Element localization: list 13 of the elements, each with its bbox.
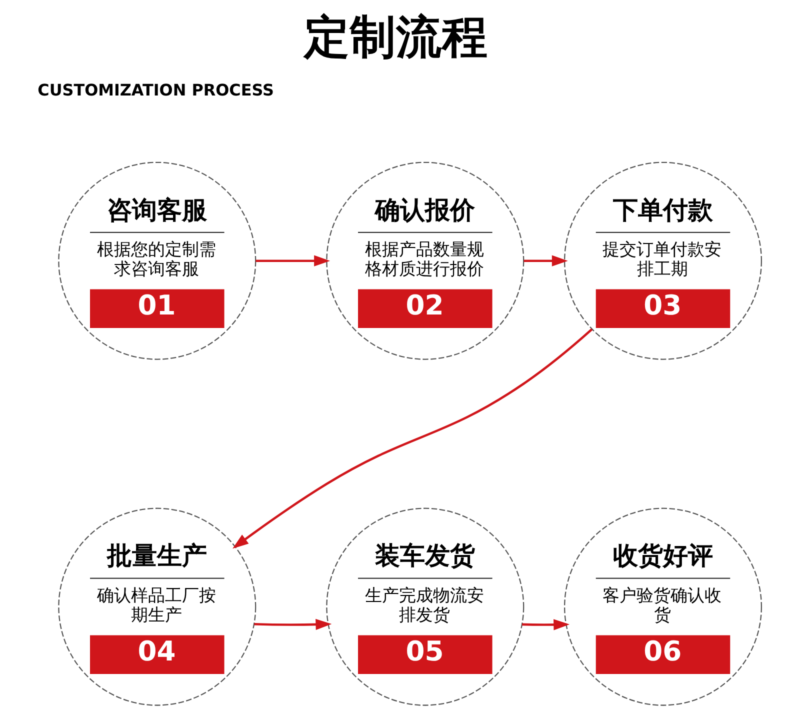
node-circle: 收货好评 客户验货确认收货 06 xyxy=(564,508,762,706)
diagram-title: 定制流程 xyxy=(304,10,488,64)
arrow xyxy=(256,255,330,266)
node-circle: 装车发货 生产完成物流安排发货 05 xyxy=(326,508,524,706)
arrow xyxy=(522,619,570,630)
node-circle: 确认报价 根据产品数量规格材质进行报价 02 xyxy=(326,162,524,360)
arrow xyxy=(232,328,593,549)
node-circle: 咨询客服 根据您的定制需求咨询客服 01 xyxy=(58,162,256,360)
node-circle: 批量生产 确认样品工厂按期生产 04 xyxy=(58,508,256,706)
arrow xyxy=(524,255,568,266)
label: CUSTOMIZATION PROCESS xyxy=(38,80,274,100)
node-circle: 下单付款 提交订单付款安排工期 03 xyxy=(564,162,762,360)
arrow xyxy=(254,618,332,630)
